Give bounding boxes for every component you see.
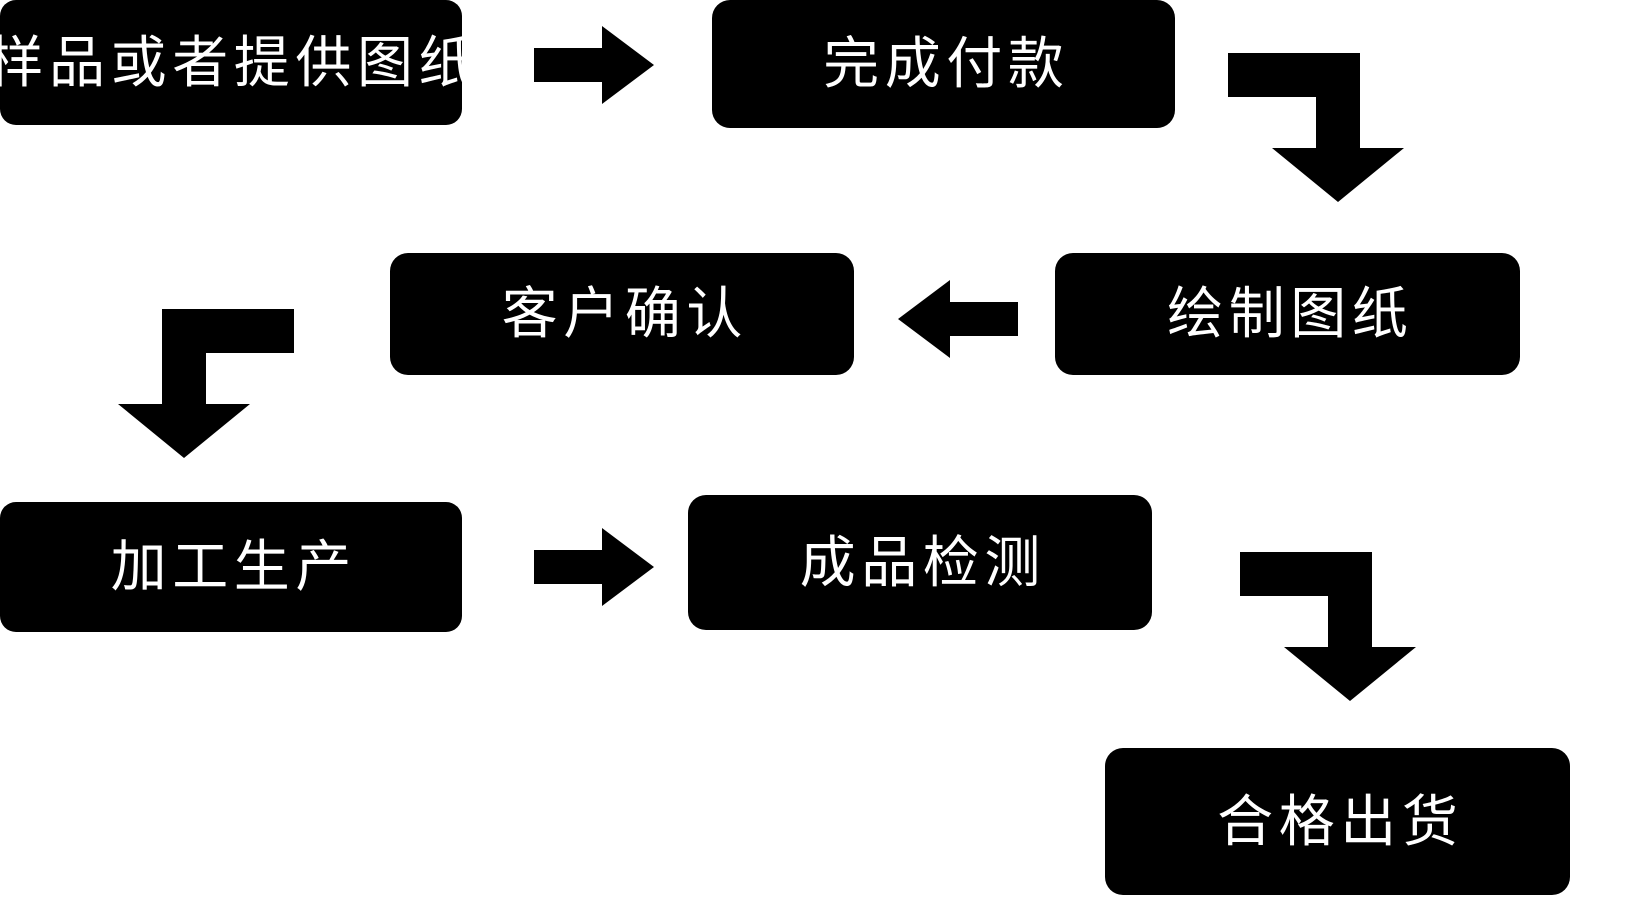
flow-node-production[interactable]: 加工生产 xyxy=(0,502,462,632)
arrow-elbow-confirm-to-production xyxy=(118,292,294,458)
flow-node-inspection[interactable]: 成品检测 xyxy=(688,495,1152,630)
arrow-right-sample-to-payment xyxy=(534,26,654,104)
flow-node-sample-label: 样品或者提供图纸 xyxy=(0,30,481,94)
flow-node-production-label: 加工生产 xyxy=(110,535,357,598)
flow-node-shipment-label: 合格出货 xyxy=(1217,789,1464,853)
flow-node-shipment[interactable]: 合格出货 xyxy=(1105,748,1570,895)
flow-node-customer-confirm[interactable]: 客户确认 xyxy=(390,253,854,375)
arrow-right-production-to-inspection xyxy=(534,528,654,606)
flow-node-customer-confirm-label: 客户确认 xyxy=(501,282,748,345)
arrow-elbow-payment-to-draw xyxy=(1228,36,1404,202)
flow-node-inspection-label: 成品检测 xyxy=(799,530,1046,594)
arrow-elbow-inspection-to-shipment xyxy=(1240,535,1416,701)
arrow-left-draw-to-confirm xyxy=(898,280,1018,358)
flow-node-sample[interactable]: 样品或者提供图纸 xyxy=(0,0,475,125)
flow-node-draw-blueprint[interactable]: 绘制图纸 xyxy=(1055,253,1520,375)
flow-node-payment[interactable]: 完成付款 xyxy=(712,0,1175,128)
flow-node-payment-label: 完成付款 xyxy=(823,32,1070,95)
flow-node-draw-blueprint-label: 绘制图纸 xyxy=(1167,282,1414,345)
